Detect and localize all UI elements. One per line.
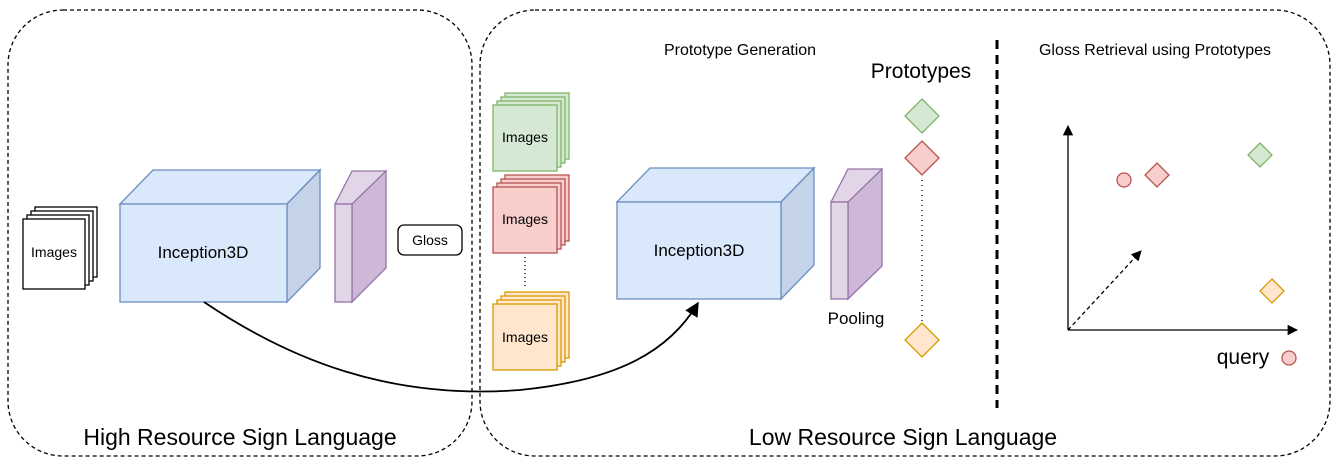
right-inception3d-label: Inception3D: [654, 241, 745, 260]
orange-prototype-diamond: [904, 322, 940, 358]
pooling-layer: [829, 167, 884, 301]
red-images-label: Images: [502, 211, 548, 227]
gloss-box: Gloss: [397, 224, 463, 256]
orange-prototype-point: [1259, 278, 1285, 304]
retrieval-axes: [1062, 124, 1299, 336]
red-image-stack: Images: [492, 174, 570, 254]
low-resource-title: Low Resource Sign Language: [749, 424, 1057, 450]
gloss-label: Gloss: [412, 232, 448, 248]
green-images-label: Images: [502, 129, 548, 145]
gloss-retrieval-title: Gloss Retrieval using Prototypes: [1039, 42, 1271, 59]
query-embedding-point: [1116, 172, 1132, 188]
transfer-arrow: [203, 301, 699, 393]
green-prototype-point: [1247, 142, 1273, 168]
orange-images-label: Images: [502, 329, 548, 345]
left-inception3d-block: Inception3D: [118, 168, 322, 304]
prototype-generation-title: Prototype Generation: [664, 42, 816, 59]
left-images-label: Images: [31, 244, 77, 260]
high-resource-title: High Resource Sign Language: [83, 424, 396, 450]
query-legend-dot: [1281, 350, 1297, 366]
green-image-stack: Images: [492, 92, 570, 172]
low-resource-panel: [479, 9, 1331, 457]
green-prototype-diamond: [904, 98, 940, 134]
pooling-label: Pooling: [828, 309, 885, 328]
red-prototype-point: [1144, 162, 1170, 188]
right-inception3d-block: Inception3D: [615, 166, 816, 301]
left-inception3d-label: Inception3D: [158, 243, 249, 262]
left-image-stack: Images: [22, 206, 98, 290]
left-feature-layer: [333, 169, 388, 304]
query-label: query: [1217, 346, 1270, 369]
prototypes-label: Prototypes: [871, 60, 971, 83]
red-prototype-diamond: [904, 140, 940, 176]
high-resource-panel: [7, 9, 473, 457]
orange-image-stack: Images: [492, 291, 570, 371]
